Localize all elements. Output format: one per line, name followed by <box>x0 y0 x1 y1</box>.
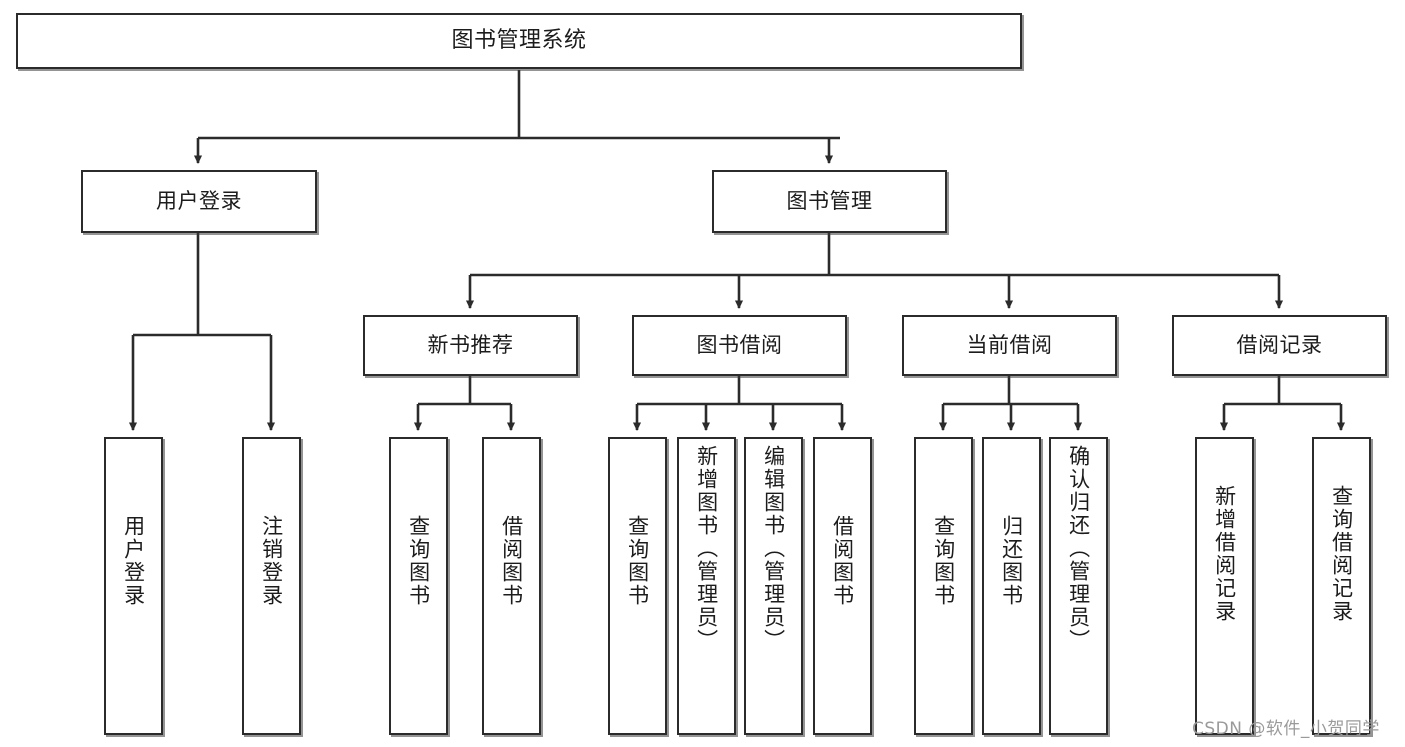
leaf-confirm-return[interactable]: 确认归还（管理员） <box>1049 437 1108 735</box>
node-borrow-record[interactable]: 借阅记录 <box>1172 315 1387 376</box>
node-borrow-record-label: 借阅记录 <box>1236 333 1323 358</box>
leaf-edit-book-label: 编辑图书（管理员） <box>761 445 786 652</box>
leaf-user-login[interactable]: 用户登录 <box>104 437 163 735</box>
leaf-logout[interactable]: 注销登录 <box>242 437 301 735</box>
node-new-book-recommend-label: 新书推荐 <box>427 333 514 358</box>
leaf-add-record-label: 新增借阅记录 <box>1212 485 1237 623</box>
node-root-label: 图书管理系统 <box>451 28 587 54</box>
leaf-query-book-1-label: 查询图书 <box>406 515 431 607</box>
leaf-query-book-2-label: 查询图书 <box>625 515 650 607</box>
node-book-borrow[interactable]: 图书借阅 <box>632 315 847 376</box>
leaf-user-login-label: 用户登录 <box>121 515 146 607</box>
node-new-book-recommend[interactable]: 新书推荐 <box>363 315 578 376</box>
leaf-query-book-3-label: 查询图书 <box>931 515 956 607</box>
node-user-login-label: 用户登录 <box>156 189 242 214</box>
leaf-borrow-book-1[interactable]: 借阅图书 <box>482 437 541 735</box>
leaf-query-record[interactable]: 查询借阅记录 <box>1312 437 1371 735</box>
node-user-login[interactable]: 用户登录 <box>81 170 317 233</box>
node-book-borrow-label: 图书借阅 <box>696 333 783 358</box>
leaf-query-book-1[interactable]: 查询图书 <box>389 437 448 735</box>
leaf-add-book[interactable]: 新增图书（管理员） <box>677 437 736 735</box>
leaf-logout-label: 注销登录 <box>259 515 284 607</box>
leaf-borrow-book-2-label: 借阅图书 <box>830 515 855 607</box>
leaf-query-book-2[interactable]: 查询图书 <box>608 437 667 735</box>
node-book-manage-label: 图书管理 <box>786 189 873 214</box>
leaf-borrow-book-1-label: 借阅图书 <box>499 515 524 607</box>
leaf-return-book[interactable]: 归还图书 <box>982 437 1041 735</box>
node-current-borrow[interactable]: 当前借阅 <box>902 315 1117 376</box>
node-book-manage[interactable]: 图书管理 <box>712 170 947 233</box>
leaf-confirm-return-label: 确认归还（管理员） <box>1066 445 1091 652</box>
leaf-query-book-3[interactable]: 查询图书 <box>914 437 973 735</box>
leaf-add-record[interactable]: 新增借阅记录 <box>1195 437 1254 735</box>
node-current-borrow-label: 当前借阅 <box>966 333 1053 358</box>
node-root[interactable]: 图书管理系统 <box>16 13 1022 69</box>
csdn-watermark: CSDN @软件_小贺同学 <box>1192 719 1380 739</box>
leaf-borrow-book-2[interactable]: 借阅图书 <box>813 437 872 735</box>
leaf-return-book-label: 归还图书 <box>999 515 1024 607</box>
leaf-edit-book[interactable]: 编辑图书（管理员） <box>744 437 803 735</box>
leaf-query-record-label: 查询借阅记录 <box>1329 485 1354 623</box>
leaf-add-book-label: 新增图书（管理员） <box>694 445 719 652</box>
